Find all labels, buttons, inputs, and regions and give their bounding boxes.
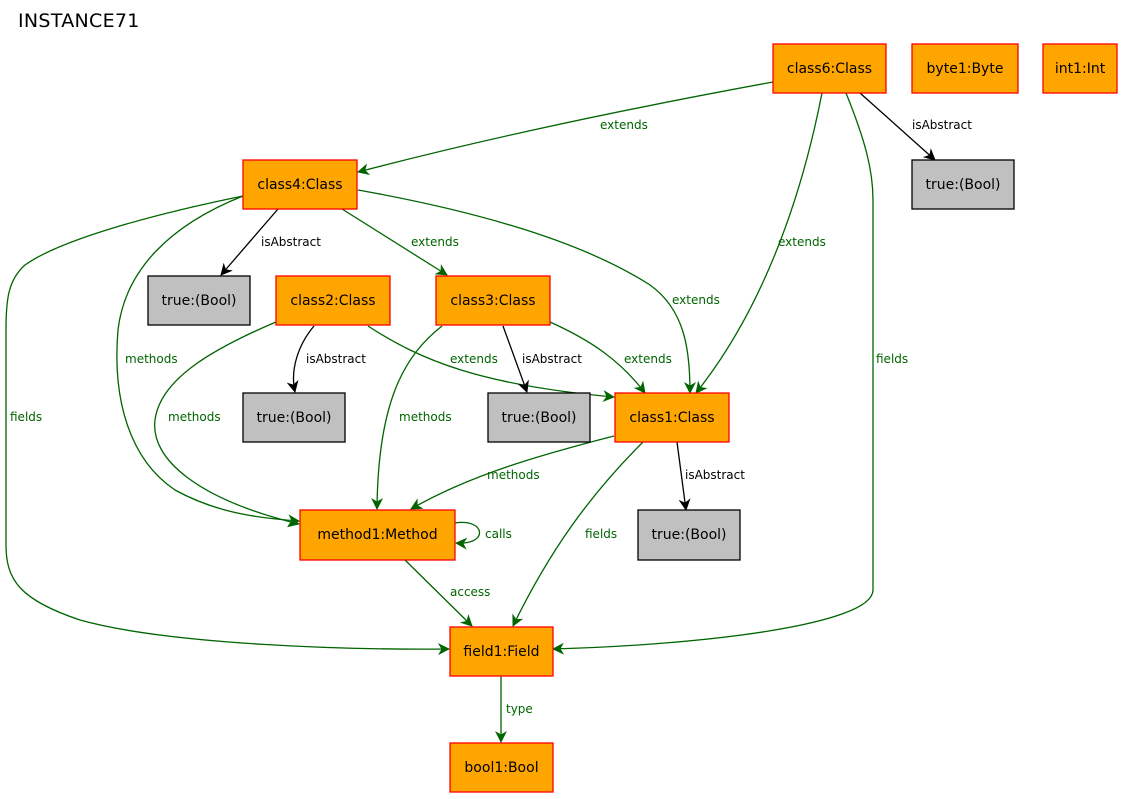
label-class4-class1-extends: extends [672, 293, 720, 307]
node-true-class4-label: true:(Bool) [162, 293, 237, 309]
label-class6-true-isabstract: isAbstract [912, 118, 972, 132]
node-class1[interactable]: class1:Class [614, 392, 730, 443]
edge-class1-true-isabstract [676, 441, 691, 511]
label-class2-true-isabstract: isAbstract [306, 352, 366, 366]
node-true-class1[interactable]: true:(Bool) [637, 509, 741, 561]
node-true-class1-label: true:(Bool) [652, 527, 727, 543]
edge-class2-class1-extends [367, 325, 615, 402]
node-int1[interactable]: int1:Int [1042, 43, 1118, 94]
label-class4-method1-methods: methods [125, 352, 178, 366]
label-class4-field1-fields: fields [10, 410, 42, 424]
edge-class1-field1-fields [512, 441, 644, 627]
node-byte1[interactable]: byte1:Byte [911, 43, 1019, 94]
label-class3-true-isabstract: isAbstract [522, 352, 582, 366]
label-class6-field1-fields: fields [876, 352, 908, 366]
label-class4-class3-extends: extends [411, 235, 459, 249]
node-byte1-label: byte1:Byte [927, 61, 1004, 77]
node-field1[interactable]: field1:Field [449, 626, 554, 677]
edge-class6-class4-extends [357, 81, 774, 176]
label-class2-method1-methods: methods [168, 410, 221, 424]
label-class4-true-isabstract: isAbstract [261, 235, 321, 249]
label-method1-field1-access: access [450, 585, 490, 599]
node-class4[interactable]: class4:Class [242, 159, 358, 210]
edge-method1-field1-access [404, 559, 473, 627]
node-class3-label: class3:Class [450, 293, 535, 309]
edge-class4-class3-extends [341, 208, 448, 276]
node-class4-label: class4:Class [257, 177, 342, 193]
edge-class4-method1-methods [116, 195, 300, 527]
node-method1[interactable]: method1:Method [299, 509, 456, 561]
edge-class3-true-isabstract [502, 325, 529, 393]
node-true-class4[interactable]: true:(Bool) [147, 275, 251, 326]
edge-class4-true-isabstract [220, 208, 279, 276]
edge-class1-method1-methods [410, 435, 615, 510]
edge-class6-true-isabstract [859, 92, 936, 161]
edge-class6-field1-fields [552, 92, 874, 655]
label-class6-class1-extends: extends [778, 235, 826, 249]
node-bool1[interactable]: bool1:Bool [449, 742, 554, 793]
node-class6-label: class6:Class [787, 61, 872, 77]
node-true-class3-label: true:(Bool) [502, 410, 577, 426]
node-true-class3[interactable]: true:(Bool) [487, 392, 591, 443]
edge-class6-class1-extends [695, 92, 823, 394]
edge-method1-self-calls [454, 521, 481, 550]
node-class2[interactable]: class2:Class [275, 275, 391, 326]
edge-class4-field1-fields [5, 195, 450, 656]
edge-class3-class1-extends [549, 321, 646, 394]
label-field1-bool1-type: type [506, 702, 533, 716]
label-class3-class1-extends: extends [624, 352, 672, 366]
node-class2-label: class2:Class [290, 293, 375, 309]
label-class1-field1-fields: fields [585, 527, 617, 541]
node-true-class6[interactable]: true:(Bool) [911, 159, 1015, 210]
edge-class4-class1-extends [357, 189, 696, 394]
node-field1-label: field1:Field [463, 644, 539, 660]
node-class1-label: class1:Class [629, 410, 714, 426]
label-method1-self-calls: calls [485, 527, 512, 541]
edge-class2-method1-methods [154, 321, 300, 528]
label-class6-class4-extends: extends [600, 118, 648, 132]
node-true-class6-label: true:(Bool) [926, 177, 1001, 193]
node-method1-label: method1:Method [317, 527, 437, 543]
node-class6[interactable]: class6:Class [772, 43, 887, 94]
node-true-class2-label: true:(Bool) [257, 410, 332, 426]
node-int1-label: int1:Int [1055, 61, 1106, 77]
label-class2-class1-extends: extends [450, 352, 498, 366]
node-true-class2[interactable]: true:(Bool) [242, 392, 346, 443]
label-class1-method1-methods: methods [487, 468, 540, 482]
node-bool1-label: bool1:Bool [464, 760, 538, 776]
diagram-title: INSTANCE71 [18, 10, 140, 32]
edge-class3-method1-methods [371, 325, 443, 510]
label-class1-true-isabstract: isAbstract [685, 468, 745, 482]
node-class3[interactable]: class3:Class [435, 275, 551, 326]
edge-class2-true-isabstract [286, 325, 315, 393]
label-class3-method1-methods: methods [399, 410, 452, 424]
